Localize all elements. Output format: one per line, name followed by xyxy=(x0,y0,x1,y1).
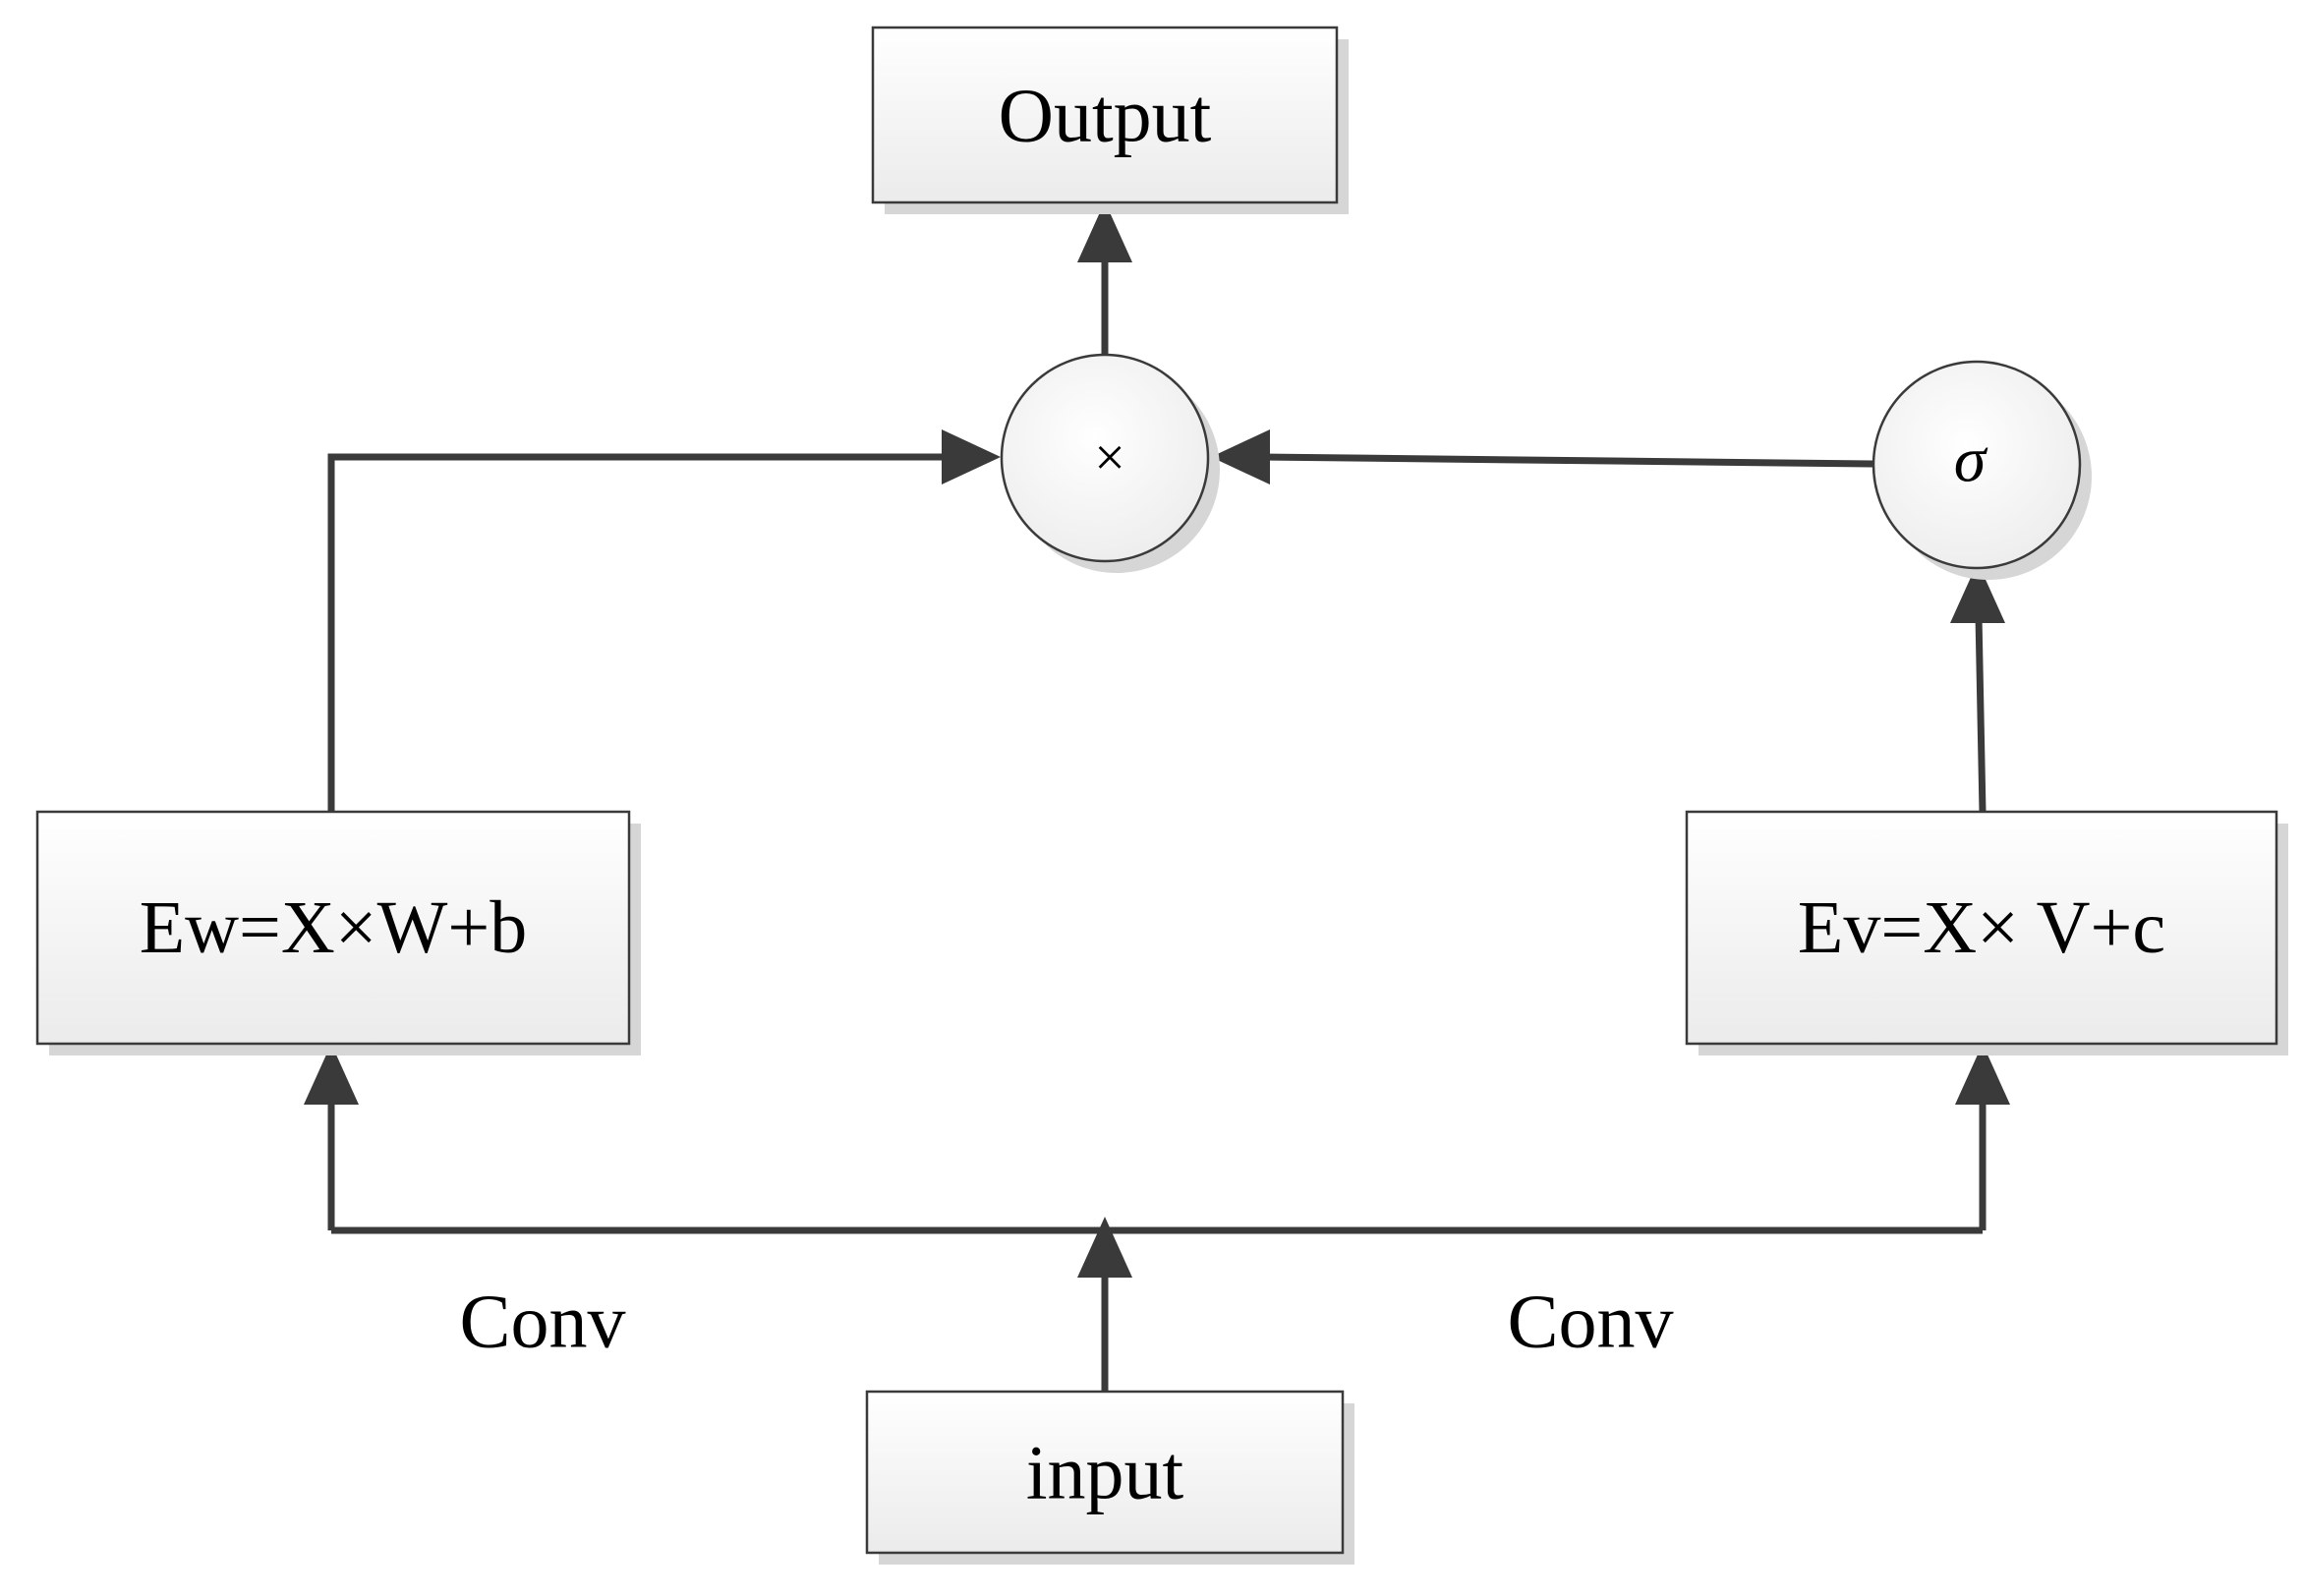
arrowhead-ev xyxy=(1955,1044,2010,1105)
conv-label-right: Conv xyxy=(1507,1279,1673,1364)
ew-label: Ew=X×W+b xyxy=(140,886,528,969)
multiply-node: × xyxy=(1000,353,1220,573)
arrowhead-multiply-left xyxy=(942,429,1001,484)
multiply-label: × xyxy=(1094,428,1125,488)
arrowhead-multiply-right xyxy=(1211,429,1270,484)
arrowhead-trunk xyxy=(1077,1217,1132,1278)
ew-node: Ew=X×W+b xyxy=(35,810,641,1055)
ev-label: Ev=X× V+c xyxy=(1798,886,2165,969)
conv-label-left: Conv xyxy=(459,1279,625,1364)
edge-ew-to-multiply xyxy=(327,453,951,812)
output-label: Output xyxy=(999,73,1212,158)
sigma-label: σ xyxy=(1954,425,1988,496)
edge-ev-to-sigma xyxy=(1975,615,1987,813)
edge-sigma-to-multiply xyxy=(1259,453,1873,468)
ev-node: Ev=X× V+c xyxy=(1685,810,2288,1055)
sigma-node: σ xyxy=(1872,360,2092,580)
arrowhead-ew xyxy=(304,1044,359,1105)
arrowhead-sigma xyxy=(1950,562,2005,623)
input-label: input xyxy=(1026,1430,1184,1515)
arrowhead-output xyxy=(1077,201,1132,262)
output-node: Output xyxy=(871,26,1349,214)
input-node: input xyxy=(865,1390,1354,1565)
